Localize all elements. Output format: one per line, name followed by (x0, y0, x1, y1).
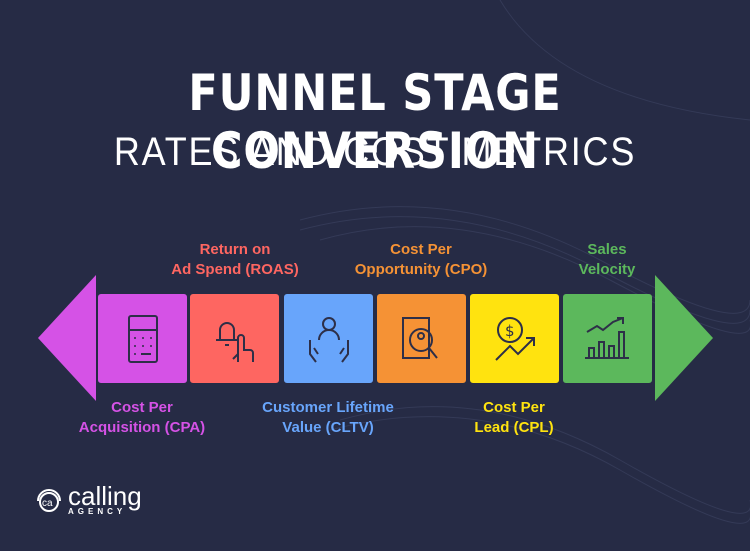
label-line: Velocity (578, 261, 636, 278)
logo-sub: AGENCY (68, 507, 127, 516)
label-line: Cost Per (390, 241, 452, 258)
hands-person-icon (308, 316, 349, 363)
stage-box-cpa (98, 294, 187, 383)
label-line: Ad Spend (ROAS) (171, 261, 299, 278)
stage-box-roas (190, 294, 279, 383)
label-line: Lead (CPL) (474, 419, 554, 436)
label-line: Acquisition (CPA) (78, 419, 206, 436)
calculator-icon (127, 314, 158, 363)
left-arrow (38, 275, 96, 401)
title-line-1: FUNNEL STAGE CONVERSION (188, 64, 562, 180)
label-line: Cost Per (111, 399, 173, 416)
stage-box-cpo (377, 294, 466, 383)
label-line: Sales (587, 241, 627, 258)
bell-click-icon (215, 321, 254, 362)
label-line: Opportunity (CPO) (354, 261, 488, 278)
stage-box-sales-velocity (563, 294, 652, 383)
svg-text:$: $ (505, 322, 515, 340)
logo-name: calling (68, 481, 142, 511)
title-line-2: RATES AND COST METRICS (113, 130, 637, 174)
label-roas: Return on Ad Spend (ROAS) (150, 240, 320, 280)
search-person-icon (401, 316, 438, 359)
headset-logo-icon: ca (37, 488, 61, 512)
stage-box-cltv (284, 294, 373, 383)
right-arrow (655, 275, 713, 401)
label-line: Value (CLTV) (282, 419, 374, 436)
label-line: Cost Per (483, 399, 545, 416)
label-line: Return on (199, 241, 271, 258)
svg-text:ca: ca (42, 498, 53, 509)
stage-box-cpl: $ (470, 294, 559, 383)
bar-chart-growth-icon (584, 316, 629, 359)
label-line: Customer Lifetime (262, 399, 394, 416)
dollar-growth-icon: $ (494, 316, 535, 361)
